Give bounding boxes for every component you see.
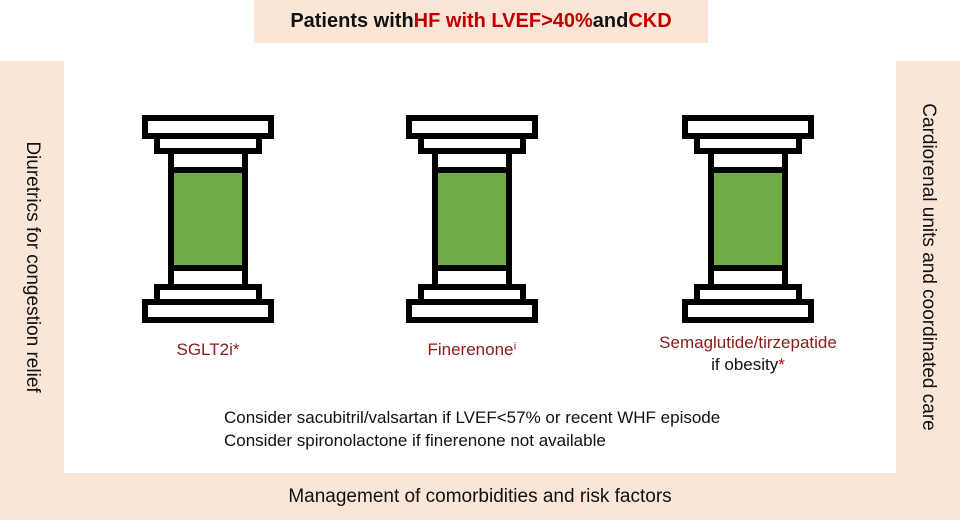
pillar-label-text: Semaglutide/tirzepatide xyxy=(659,333,837,352)
title-part1: Patients with xyxy=(290,10,414,32)
pillar-icon xyxy=(142,115,274,323)
pillar-finerenone xyxy=(402,113,542,323)
title-banner: Patients with HF with LVEF>40% and CKD xyxy=(254,0,708,43)
title-part2: and xyxy=(592,10,629,32)
pillar-sublabel: if obesity* xyxy=(628,355,868,375)
bottom-band-text: Management of comorbidities and risk fac… xyxy=(288,485,672,507)
left-band: Diuretrics for congestion relief xyxy=(0,61,64,473)
note-line: Consider sacubitril/valsartan if LVEF<57… xyxy=(224,408,721,427)
pillar-icon xyxy=(406,115,538,323)
pillar-sublabel-text: if obesity xyxy=(711,355,779,374)
title-highlight-ckd: CKD xyxy=(628,10,672,32)
pillar-label-text: Finerenoneⁱ xyxy=(427,340,517,359)
bottom-band: Management of comorbidities and risk fac… xyxy=(0,473,960,520)
left-band-text: Diuretrics for congestion relief xyxy=(22,141,43,393)
pillar-label-sglt2i: SGLT2i* xyxy=(88,340,328,360)
pillar-label-text: SGLT2i* xyxy=(176,340,240,359)
pillar-label-finerenone: Finerenoneⁱ xyxy=(352,340,592,360)
right-band: Cardiorenal units and coordinated care xyxy=(896,61,960,473)
title-highlight-hf: HF with LVEF>40% xyxy=(413,10,593,32)
right-band-text: Cardiorenal units and coordinated care xyxy=(918,103,939,431)
notes-block: Consider sacubitril/valsartan if LVEF<57… xyxy=(224,406,720,452)
note-line: Consider spironolactone if finerenone no… xyxy=(224,431,606,450)
pillar-sublabel-mark: * xyxy=(778,355,785,374)
pillar-icon xyxy=(682,115,814,323)
pillar-semaglutide xyxy=(678,113,818,323)
pillar-label-semaglutide: Semaglutide/tirzepatide if obesity* xyxy=(628,333,868,375)
pillar-sglt2i xyxy=(138,113,278,323)
